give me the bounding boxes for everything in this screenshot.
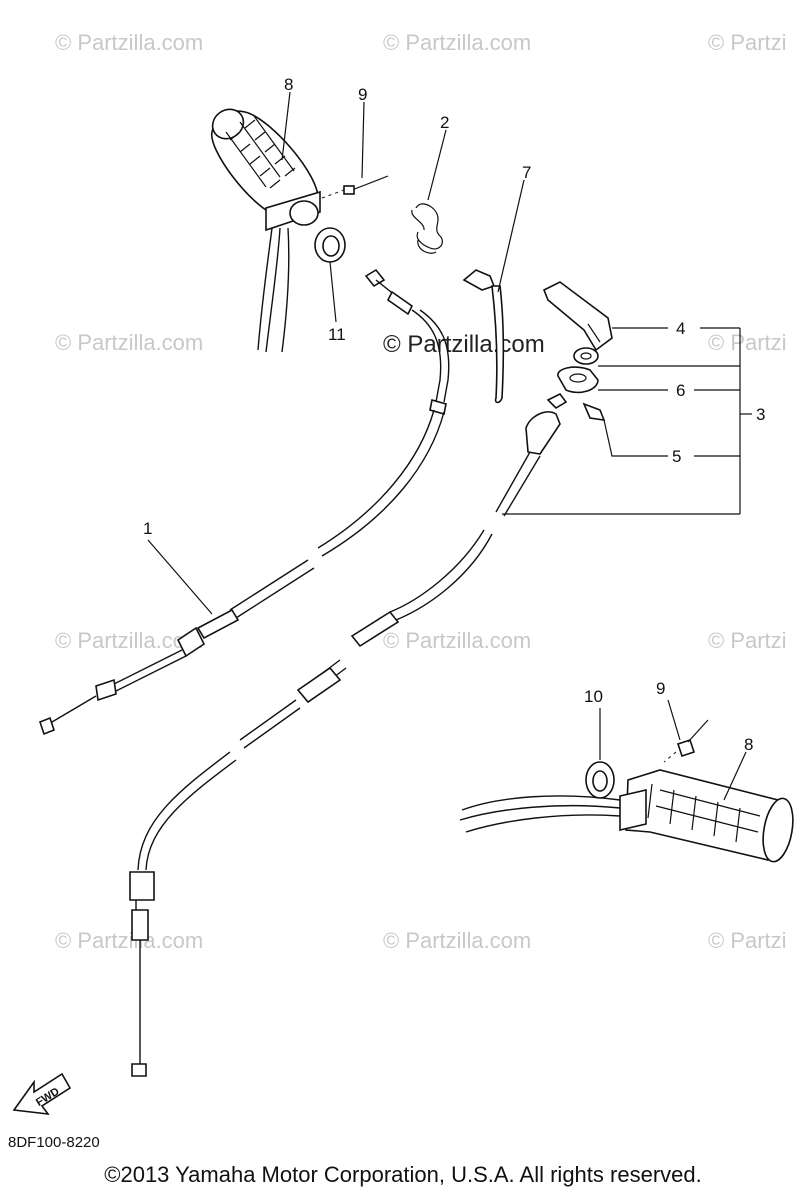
left-grip-wires [257, 227, 290, 353]
left-grip [211, 108, 321, 232]
clip-2 [411, 129, 447, 254]
watermark: © Partzilla.com [383, 928, 531, 953]
callout-9-top: 9 [358, 85, 367, 104]
callout-9-bottom: 9 [656, 679, 665, 698]
callout-3: 3 [756, 405, 765, 424]
callout-8-top: 8 [284, 75, 293, 94]
callout-8-bottom: 8 [744, 735, 753, 754]
spacer-10 [585, 708, 615, 799]
callout-2: 2 [440, 113, 449, 132]
watermark: © Partzilla.com [383, 628, 531, 653]
nut-6 [557, 366, 599, 394]
bracket-lines [502, 327, 752, 515]
watermark: © Partzi [708, 628, 787, 653]
fwd-arrow-icon: FWD [12, 1072, 72, 1116]
callout-6: 6 [676, 381, 685, 400]
screw-9-top [321, 175, 389, 199]
callout-11: 11 [328, 325, 346, 344]
callout-10: 10 [584, 687, 603, 706]
leader-lines [281, 91, 747, 801]
diagram-canvas: © Partzilla.com © Partzilla.com © Partzi… [12, 30, 794, 1116]
diagram-code: 8DF100-8220 [8, 1134, 100, 1151]
watermark: © Partzi [708, 330, 787, 355]
center-watermark: © Partzilla.com [383, 331, 545, 358]
cable-assembly-3 [129, 392, 568, 1077]
right-grip-wires [459, 795, 621, 833]
watermark: © Partzilla.com [55, 30, 203, 55]
callout-4: 4 [676, 319, 685, 338]
watermark: © Partzi [708, 928, 787, 953]
watermark: © Partzi [708, 30, 787, 55]
callout-7: 7 [522, 163, 531, 182]
watermark: © Partzilla.com [383, 30, 531, 55]
screw-9-bottom [663, 699, 709, 763]
throttle-cable-1 [39, 268, 450, 736]
copyright-notice: ©2013 Yamaha Motor Corporation, U.S.A. A… [104, 1162, 702, 1187]
callout-1: 1 [143, 519, 152, 538]
pin-5 [582, 402, 606, 421]
lever-4 [542, 281, 613, 352]
watermark: © Partzilla.com [55, 330, 203, 355]
callout-5: 5 [672, 447, 681, 466]
spacer-11 [314, 227, 346, 263]
right-grip [619, 769, 794, 863]
strip-7 [462, 179, 525, 404]
washer [573, 347, 599, 365]
watermark: © Partzilla.com [55, 928, 203, 953]
